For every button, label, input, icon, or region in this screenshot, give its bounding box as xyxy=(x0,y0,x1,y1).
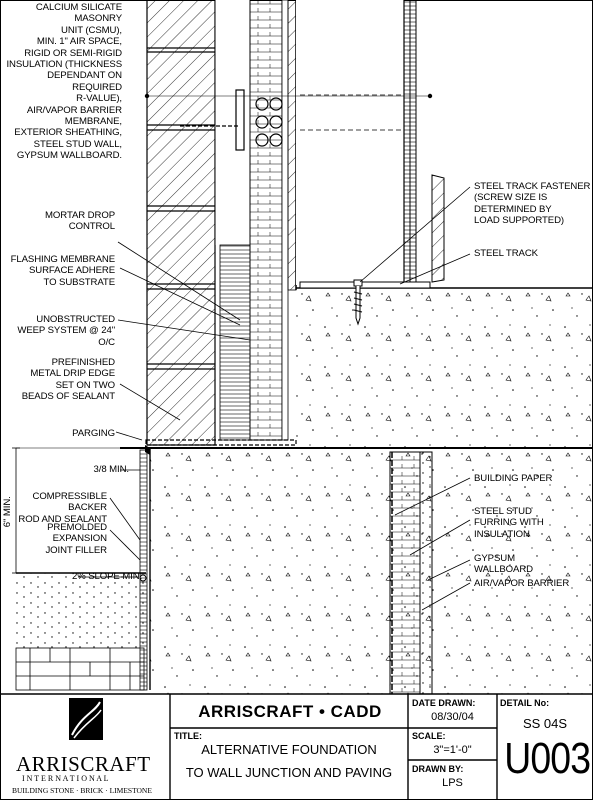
drawing-title-line1: ALTERNATIVE FOUNDATION xyxy=(201,742,377,757)
paving-base xyxy=(16,573,146,648)
floor-slab xyxy=(296,288,593,448)
foundation-wall xyxy=(150,448,593,694)
label-csmu: CALCIUM SILICATE MASONRY UNIT (CSMU), MI… xyxy=(6,2,122,162)
label-joint-filler: PREMOLDED EXPANSION JOINT FILLER xyxy=(45,522,107,556)
company-name: ARRISCRAFT • CADD xyxy=(198,702,382,721)
drawing-title-line2: TO WALL JUNCTION AND PAVING xyxy=(185,765,393,780)
label-weep: UNOBSTRUCTED WEEP SYSTEM @ 24" O/C xyxy=(17,314,115,348)
label-steel-stud-furring: STEEL STUD FURRING WITH INSULATION xyxy=(474,506,544,540)
scale-label: SCALE: xyxy=(412,731,446,741)
scale-value: 3"=1'-0" xyxy=(433,744,472,756)
pavers xyxy=(15,647,145,691)
drawn-by-label: DRAWN BY: xyxy=(412,764,464,774)
title-block: ARRISCRAFT I N T E R N A T I O N A L BUI… xyxy=(0,694,593,800)
date-drawn-label: DATE DRAWN: xyxy=(412,698,476,708)
label-air-vapor-barrier: AIR/VAPOR BARRIER xyxy=(474,578,570,589)
drawn-by-value: LPS xyxy=(442,777,463,789)
masonry-unit xyxy=(146,0,216,446)
label-track-fastener: STEEL TRACK FASTENER (SCREW SIZE IS DETE… xyxy=(474,181,591,227)
title-label: TITLE: xyxy=(174,731,202,741)
label-slope: 2% SLOPE MIN. xyxy=(72,571,143,582)
label-drip-edge: PREFINISHED METAL DRIP EDGE SET ON TWO B… xyxy=(21,357,115,403)
flashing-insulation xyxy=(219,244,251,441)
detail-sub: SS 04S xyxy=(522,716,568,731)
logo-name: ARRISCRAFT xyxy=(16,752,151,776)
label-flashing: FLASHING MEMBRANE SURFACE ADHERE TO SUBS… xyxy=(10,254,115,288)
label-gypsum-wallboard: GYPSUM WALLBOARD xyxy=(474,553,533,576)
date-drawn-value: 08/30/04 xyxy=(431,711,474,723)
logo-international: I N T E R N A T I O N A L xyxy=(22,774,109,783)
detail-number: U003 xyxy=(504,734,591,783)
label-building-paper: BUILDING PAPER xyxy=(474,473,553,484)
label-steel-track: STEEL TRACK xyxy=(474,248,538,259)
track-fastener xyxy=(353,279,363,326)
logo-tagline: BUILDING STONE · BRICK · LIMESTONE xyxy=(12,786,152,795)
label-6-min: 6" MIN. xyxy=(1,496,13,528)
label-mortar-drop: MORTAR DROP CONTROL xyxy=(45,210,115,233)
arriscraft-logo-mark xyxy=(69,698,103,740)
wall-tie xyxy=(180,89,283,151)
label-3-8-min: 3/8 MIN. xyxy=(93,464,130,475)
rigid-insulation xyxy=(249,0,283,441)
stud-furring xyxy=(389,451,421,695)
label-backer-rod: COMPRESSIBLE BACKER ROD AND SEALANT xyxy=(18,491,107,525)
detail-no-label: DETAIL No: xyxy=(500,698,550,708)
sheathing xyxy=(287,0,297,291)
label-parging: PARGING xyxy=(72,428,115,439)
